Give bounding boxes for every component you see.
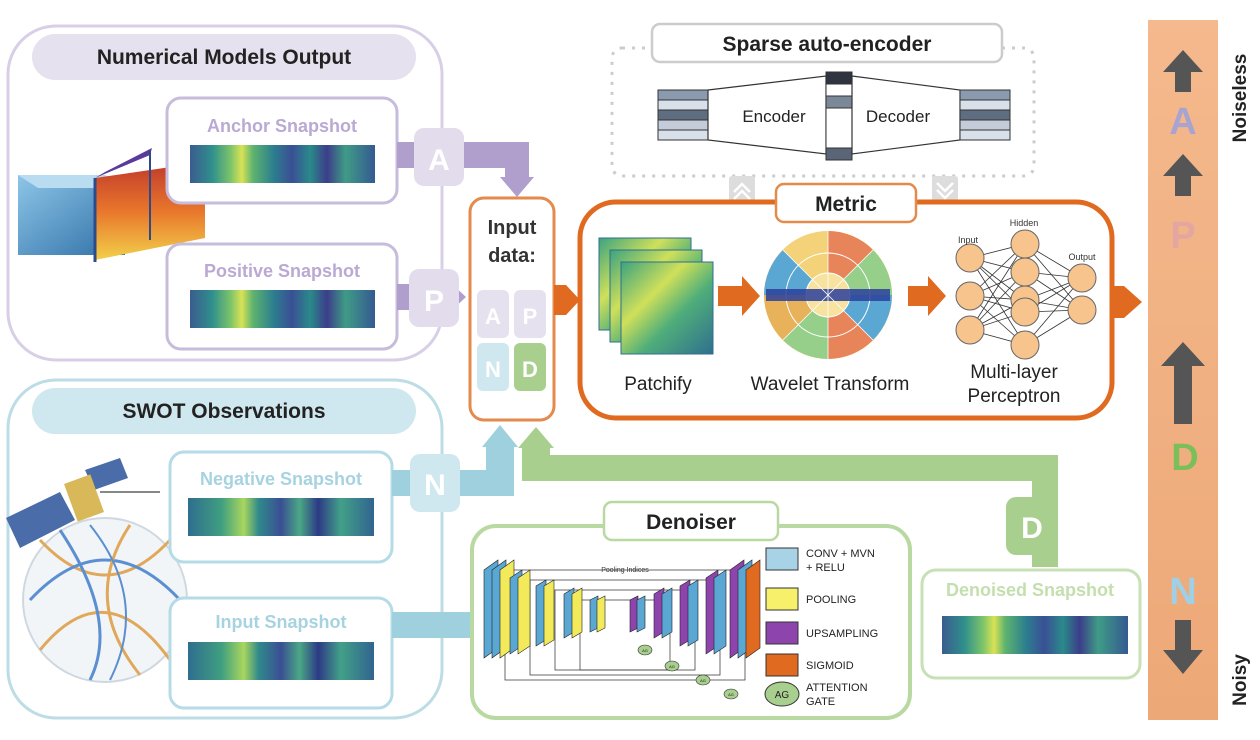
scale-letter-d: D [1171, 437, 1198, 479]
chevron-down-icon [932, 176, 958, 204]
sparse-autoencoder-panel: Sparse auto-encoder Encoder Decoder [610, 22, 1036, 204]
denoised-badge-letter: D [1021, 512, 1043, 545]
denoiser-title: Denoiser [646, 511, 736, 534]
unet-decoder-blocks [629, 559, 761, 659]
mlp-label-line2: Perceptron [968, 386, 1061, 407]
wavelet-to-mlp-arrow [908, 276, 946, 316]
input-snapshot-label: Input Snapshot [216, 612, 347, 632]
scale-letter-a: A [1169, 101, 1196, 143]
ag-node-label-1: AG [642, 648, 648, 653]
mlp-input-label: Input [958, 235, 979, 245]
denoised-feedback-connector: D [518, 427, 1058, 567]
unet-architecture-image: Pooling Indices [483, 559, 761, 700]
patchify-to-wavelet-arrow [718, 276, 760, 316]
legend-upsampling: UPSAMPLING [806, 628, 878, 640]
legend-attention-line2: GATE [806, 696, 835, 708]
mlp-output-label: Output [1068, 252, 1096, 262]
input-data-letter-d: D [522, 357, 538, 382]
chevron-up-icon [729, 176, 755, 204]
negative-snapshot-label: Negative Snapshot [200, 469, 362, 489]
arrow-up-icon [1163, 154, 1203, 196]
decoder-output-layer [959, 89, 1011, 141]
encoder-label: Encoder [742, 107, 806, 126]
scale-letter-n: N [1169, 571, 1196, 613]
scale-noisy-label: Noisy [1230, 654, 1251, 706]
negative-connector: N [392, 425, 518, 512]
scale-noiseless-label: Noiseless [1230, 54, 1251, 143]
metric-to-scale-arrow [1112, 286, 1142, 318]
legend-sigmoid: SIGMOID [806, 660, 854, 672]
input-data-line1: Input [488, 217, 537, 239]
positive-snapshot-image [190, 290, 375, 328]
input-to-denoiser-connector [392, 612, 472, 638]
swot-title: SWOT Observations [122, 400, 325, 423]
arrow-up-icon [1161, 342, 1205, 424]
input-data-box: Input data: A P N D [468, 196, 556, 422]
denoised-snapshot-panel: Denoised Snapshot [920, 568, 1142, 680]
mlp-network-image [955, 229, 1097, 360]
sparse-autoencoder-title: Sparse auto-encoder [723, 33, 932, 56]
denoised-snapshot-label: Denoised Snapshot [946, 580, 1114, 600]
anchor-connector: A [397, 128, 534, 197]
positive-snapshot-label: Positive Snapshot [204, 261, 360, 281]
ocean-model-3d-image [18, 148, 205, 262]
metric-title: Metric [815, 193, 877, 216]
wavelet-transform-label: Wavelet Transform [751, 374, 910, 395]
legend-ag-badge: AG [775, 690, 790, 701]
denoiser-panel: Denoiser Pooling Indices [470, 500, 912, 720]
ag-node-label-4: AG [728, 692, 734, 697]
denoiser-legend: CONV + MVN + RELU POOLING UPSAMPLING SIG… [764, 547, 878, 708]
noise-scale-bar: A P D N Noiseless Noisy [1148, 20, 1251, 720]
numerical-models-panel: Numerical Models Output Anchor Snapshot … [6, 24, 444, 362]
numerical-models-title: Numerical Models Output [97, 46, 351, 69]
wavelet-polar-image [764, 231, 892, 359]
legend-conv-line1: CONV + MVN [806, 548, 875, 560]
input-data-letter-n: N [485, 357, 501, 382]
legend-conv-line2: + RELU [806, 562, 845, 574]
arrow-up-icon [1163, 50, 1203, 92]
bottleneck-layer [825, 71, 853, 161]
input-data-letter-a: A [485, 304, 501, 329]
unet-encoder-blocks [483, 559, 606, 659]
input-data-letter-p: P [523, 304, 538, 329]
decoder-label: Decoder [866, 107, 931, 126]
metric-panel: Metric Patchify Wavelet Transform [577, 182, 1142, 421]
anchor-badge-letter: A [428, 144, 450, 177]
positive-connector: P [397, 269, 466, 327]
ag-node-label-2: AG [669, 664, 675, 669]
encoder-input-layer [657, 89, 709, 141]
legend-pooling: POOLING [806, 594, 856, 606]
scale-letter-p: P [1170, 215, 1195, 257]
mlp-label-line1: Multi-layer [970, 362, 1058, 383]
swot-panel: SWOT Observations Negative Snapshot Inpu… [6, 378, 444, 720]
input-to-metric-arrow [554, 285, 580, 315]
ag-node-label-3: AG [700, 678, 706, 683]
positive-badge-letter: P [424, 285, 444, 318]
anchor-snapshot-image [190, 145, 375, 183]
negative-snapshot-image [188, 498, 374, 536]
input-snapshot-image [188, 642, 374, 680]
satellite-globe-image [6, 458, 188, 683]
patchify-label: Patchify [624, 374, 692, 395]
negative-badge-letter: N [424, 469, 446, 502]
mlp-hidden-label: Hidden [1010, 218, 1039, 228]
pooling-indices-label: Pooling Indices [601, 567, 649, 574]
arrow-down-icon [1163, 620, 1203, 674]
denoised-snapshot-image [942, 616, 1128, 654]
anchor-snapshot-label: Anchor Snapshot [207, 116, 357, 136]
patchify-image [598, 237, 714, 355]
legend-attention-line1: ATTENTION [806, 682, 868, 694]
input-data-line2: data: [488, 245, 536, 267]
